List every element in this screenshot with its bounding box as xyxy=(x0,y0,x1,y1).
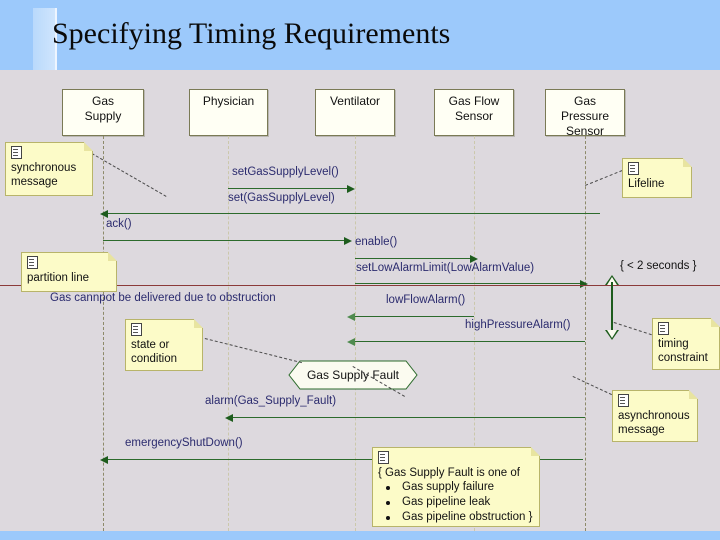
note-lifeline[interactable]: Lifeline xyxy=(622,158,692,198)
message-label-set-gas-supply-level: setGasSupplyLevel() xyxy=(232,166,339,178)
fault-note-header: { Gas Supply Fault is one of xyxy=(378,467,520,479)
message-label-emergency-shut-down: emergencyShutDown() xyxy=(125,437,243,449)
note-leader-lifeline xyxy=(585,170,623,186)
note-leader-timing xyxy=(613,322,657,337)
message-line-enable xyxy=(355,258,472,259)
lifeline-physician xyxy=(228,136,229,531)
lifeline-box-ventilator[interactable]: Ventilator xyxy=(315,89,395,136)
message-line-set-gas-supply-level-2 xyxy=(103,213,600,214)
note-gas-supply-fault-definition[interactable]: { Gas Supply Fault is one of Gas supply … xyxy=(372,447,540,527)
note-document-icon xyxy=(628,162,639,175)
timing-constraint-arrowhead-top xyxy=(605,275,619,285)
note-document-icon xyxy=(27,256,38,269)
message-label-alarm-gas-supply-fault: alarm(Gas_Supply_Fault) xyxy=(205,395,337,407)
note-leader-state xyxy=(204,338,303,364)
note-document-icon xyxy=(618,394,629,407)
message-line-high-pressure-alarm xyxy=(352,341,585,342)
message-label-ack: ack() xyxy=(106,218,132,230)
partition-condition-text: Gas cannpot be delivered due to obstruct… xyxy=(50,292,276,304)
lifeline-box-physician[interactable]: Physician xyxy=(189,89,268,136)
fault-note-list: Gas supply failure Gas pipeline leak Gas… xyxy=(378,480,534,525)
slide-header: Specifying Timing Requirements xyxy=(0,0,720,70)
message-label-low-flow-alarm: lowFlowAlarm() xyxy=(386,294,466,306)
message-line-emergency-shut-down xyxy=(103,459,583,460)
note-lifeline-text: Lifeline xyxy=(628,178,665,190)
slide-footer-bar xyxy=(0,531,720,540)
state-node-label: Gas Supply Fault xyxy=(306,368,400,382)
message-arrowhead-set-gas-supply-level-2 xyxy=(100,210,108,218)
hexagon-shape xyxy=(288,360,418,390)
lifeline-label-ventilator: Ventilator xyxy=(329,94,381,108)
note-document-icon xyxy=(378,451,389,464)
message-label-enable: enable() xyxy=(355,236,398,248)
list-item: Gas supply failure xyxy=(378,480,534,495)
timing-constraint-label: { < 2 seconds } xyxy=(620,260,697,272)
header-accent-bar xyxy=(33,8,57,70)
lifeline-gas-flow-sensor xyxy=(474,136,475,531)
state-node-gas-supply-fault[interactable]: Gas Supply Fault xyxy=(288,360,418,390)
note-partition-line[interactable]: partition line xyxy=(21,252,117,292)
message-line-ack xyxy=(103,240,346,241)
lifeline-ventilator xyxy=(355,136,356,531)
list-item: Gas pipeline obstruction } xyxy=(378,510,534,525)
message-line-set-gas-supply-level xyxy=(228,188,349,189)
message-label-high-pressure-alarm: highPressureAlarm() xyxy=(465,319,571,331)
note-document-icon xyxy=(11,146,22,159)
message-label-set-low-alarm-limit: setLowAlarmLimit(LowAlarmValue) xyxy=(356,262,535,274)
message-arrowhead-low-flow-alarm xyxy=(347,313,355,321)
message-arrowhead-emergency-shut-down xyxy=(100,456,108,464)
note-document-icon xyxy=(658,322,669,335)
lifeline-gas-pressure-sensor xyxy=(585,136,586,531)
timing-constraint-line xyxy=(611,282,613,330)
page-title: Specifying Timing Requirements xyxy=(52,17,451,50)
message-line-low-flow-alarm xyxy=(352,316,474,317)
timing-constraint-arrowhead-bottom xyxy=(605,330,619,340)
note-leader-asynchronous xyxy=(572,376,617,398)
message-arrowhead-set-gas-supply-level xyxy=(347,185,355,193)
note-document-icon xyxy=(131,323,142,336)
message-arrowhead-high-pressure-alarm xyxy=(347,338,355,346)
lifeline-label-physician: Physician xyxy=(202,94,255,108)
list-item: Gas pipeline leak xyxy=(378,495,534,510)
message-arrowhead-alarm-gas-supply-fault xyxy=(225,414,233,422)
note-partition-line-text: partition line xyxy=(27,272,90,284)
message-arrowhead-enable xyxy=(470,255,478,263)
message-line-alarm-gas-supply-fault xyxy=(228,417,585,418)
message-arrowhead-ack xyxy=(344,237,352,245)
message-line-set-low-alarm-limit xyxy=(355,283,583,284)
lifeline-gas-supply xyxy=(103,136,104,531)
message-arrowhead-set-low-alarm-limit xyxy=(580,280,588,288)
partition-line xyxy=(0,285,720,286)
message-label-set-gas-supply-level-2: set(GasSupplyLevel) xyxy=(228,192,335,204)
